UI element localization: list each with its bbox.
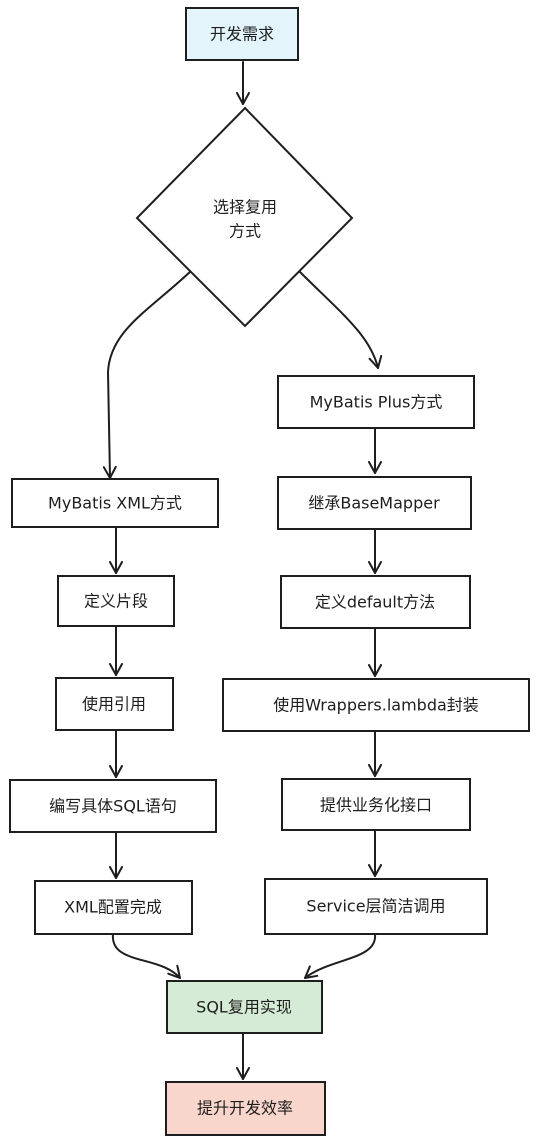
service-call-label: Service层简洁调用: [306, 897, 445, 916]
node-service-call: Service层简洁调用: [264, 878, 488, 935]
service-call-box: [264, 878, 488, 935]
define-fragment-box: [57, 575, 175, 627]
define-default-box: [280, 575, 471, 629]
xml-method-box: [11, 478, 219, 528]
node-efficiency: 提升开发效率: [165, 1081, 326, 1136]
define-default-label: 定义default方法: [315, 593, 435, 612]
provide-interface-label: 提供业务化接口: [320, 796, 432, 815]
efficiency-label: 提升开发效率: [197, 1099, 293, 1118]
decision-label-line2: 方式: [229, 222, 261, 241]
edge-decision-to-xml: [102, 269, 193, 479]
xml-config-done-box: [34, 880, 193, 935]
node-sql-reuse: SQL复用实现: [166, 980, 323, 1034]
start-box: [185, 7, 299, 61]
node-decision: 选择复用 方式: [135, 106, 354, 328]
use-wrappers-label: 使用Wrappers.lambda封装: [273, 696, 479, 715]
provide-interface-box: [281, 778, 471, 831]
decision-diamond: [135, 106, 354, 328]
inherit-basemapper-label: 继承BaseMapper: [308, 494, 440, 513]
use-reference-box: [55, 677, 174, 731]
use-reference-label: 使用引用: [82, 695, 146, 714]
plus-method-box: [277, 375, 475, 429]
node-xml-config-done: XML配置完成: [34, 880, 193, 935]
write-sql-box: [9, 779, 217, 833]
edge-xmldone-to-sqlreuse: [111, 933, 181, 979]
sql-reuse-label: SQL复用实现: [196, 998, 292, 1017]
node-plus-method: MyBatis Plus方式: [277, 375, 475, 429]
xml-method-label: MyBatis XML方式: [48, 494, 182, 513]
efficiency-box: [165, 1081, 326, 1136]
edge-service-to-sqlreuse: [304, 933, 377, 979]
node-provide-interface: 提供业务化接口: [281, 778, 471, 831]
plus-method-label: MyBatis Plus方式: [310, 393, 443, 412]
sql-reuse-box: [166, 980, 323, 1034]
xml-config-done-label: XML配置完成: [64, 898, 162, 917]
define-fragment-label: 定义片段: [84, 592, 148, 611]
edge-decision-to-plus: [299, 271, 383, 369]
use-wrappers-box: [222, 678, 530, 732]
node-start: 开发需求: [185, 7, 299, 61]
node-write-sql: 编写具体SQL语句: [9, 779, 217, 833]
node-inherit-basemapper: 继承BaseMapper: [277, 476, 472, 530]
start-label: 开发需求: [210, 25, 274, 44]
node-use-reference: 使用引用: [55, 677, 174, 731]
node-xml-method: MyBatis XML方式: [11, 478, 219, 528]
node-define-fragment: 定义片段: [57, 575, 175, 627]
write-sql-label: 编写具体SQL语句: [49, 797, 177, 816]
decision-label-line1: 选择复用: [213, 198, 277, 217]
inherit-basemapper-box: [277, 476, 472, 530]
node-define-default: 定义default方法: [280, 575, 471, 629]
node-use-wrappers: 使用Wrappers.lambda封装: [222, 678, 530, 732]
